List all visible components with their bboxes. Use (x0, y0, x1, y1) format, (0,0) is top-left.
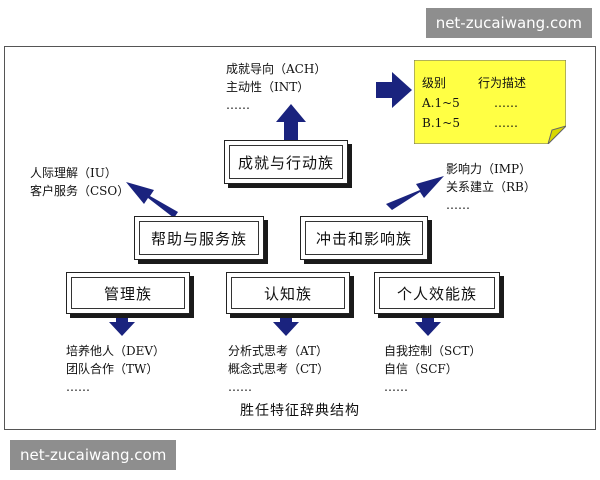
list-item: …… (228, 380, 252, 394)
box-achievement-label: 成就与行动族 (229, 145, 343, 179)
note-row-level: A.1~5 (422, 96, 460, 110)
list-item: 概念式思考（CT） (228, 362, 330, 376)
list-item: 培养他人（DEV） (66, 344, 166, 358)
list-cognition: 分析式思考（AT） 概念式思考（CT） …… (228, 342, 329, 396)
box-cognition-label: 认知族 (231, 277, 345, 309)
list-achievement: 成就导向（ACH） 主动性（INT） …… (226, 60, 326, 114)
arrow-right-note (376, 72, 412, 108)
note-row-level: B.1~5 (422, 116, 460, 130)
list-item: 关系建立（RB） (446, 180, 536, 194)
box-impact: 冲击和影响族 (300, 216, 428, 260)
box-cognition: 认知族 (226, 272, 350, 314)
box-management: 管理族 (66, 272, 190, 314)
arrow-down-management (109, 314, 135, 336)
note-header-desc: 行为描述 (478, 76, 527, 90)
watermark-top: net-zucaiwang.com (425, 8, 592, 38)
list-helping: 人际理解（IU） 客户服务（CSO） (30, 164, 129, 200)
box-helping: 帮助与服务族 (134, 216, 264, 260)
list-item: 主动性（INT） (226, 80, 310, 94)
list-item: 自我控制（SCT） (384, 344, 482, 358)
box-effectiveness: 个人效能族 (374, 272, 500, 314)
list-management: 培养他人（DEV） 团队合作（TW） …… (66, 342, 165, 396)
box-management-label: 管理族 (71, 277, 185, 309)
note-header-level: 级别 (422, 76, 447, 90)
list-item: 人际理解（IU） (30, 166, 117, 180)
list-item: 影响力（IMP） (446, 162, 532, 176)
list-item: …… (446, 198, 470, 212)
arrow-down-cognition (273, 314, 299, 336)
box-achievement: 成就与行动族 (224, 140, 348, 184)
note-row-desc: …… (494, 96, 518, 110)
list-item: …… (226, 98, 250, 112)
arrow-up-achievement (276, 104, 306, 140)
list-impact: 影响力（IMP） 关系建立（RB） …… (446, 160, 536, 214)
box-impact-label: 冲击和影响族 (305, 221, 423, 255)
arrow-down-effectiveness (415, 314, 441, 336)
diagram-frame (4, 46, 596, 430)
list-item: 团队合作（TW） (66, 362, 159, 376)
arrow-upleft-helping (126, 182, 178, 218)
list-item: …… (66, 380, 90, 394)
level-note: 级别 行为描述 A.1~5 …… B.1~5 …… (414, 60, 566, 144)
note-shape (414, 60, 566, 144)
list-item: 分析式思考（AT） (228, 344, 329, 358)
note-row-desc: …… (494, 116, 518, 130)
list-item: 成就导向（ACH） (226, 62, 327, 76)
list-item: 客户服务（CSO） (30, 184, 130, 198)
box-effectiveness-label: 个人效能族 (379, 277, 495, 309)
list-effectiveness: 自我控制（SCT） 自信（SCF） …… (384, 342, 481, 396)
arrow-upright-impact (386, 176, 444, 210)
list-item: 自信（SCF） (384, 362, 458, 376)
box-helping-label: 帮助与服务族 (139, 221, 259, 255)
diagram-caption: 胜任特征辞典结构 (200, 400, 400, 420)
list-item: …… (384, 380, 408, 394)
watermark-bottom: net-zucaiwang.com (10, 440, 177, 470)
